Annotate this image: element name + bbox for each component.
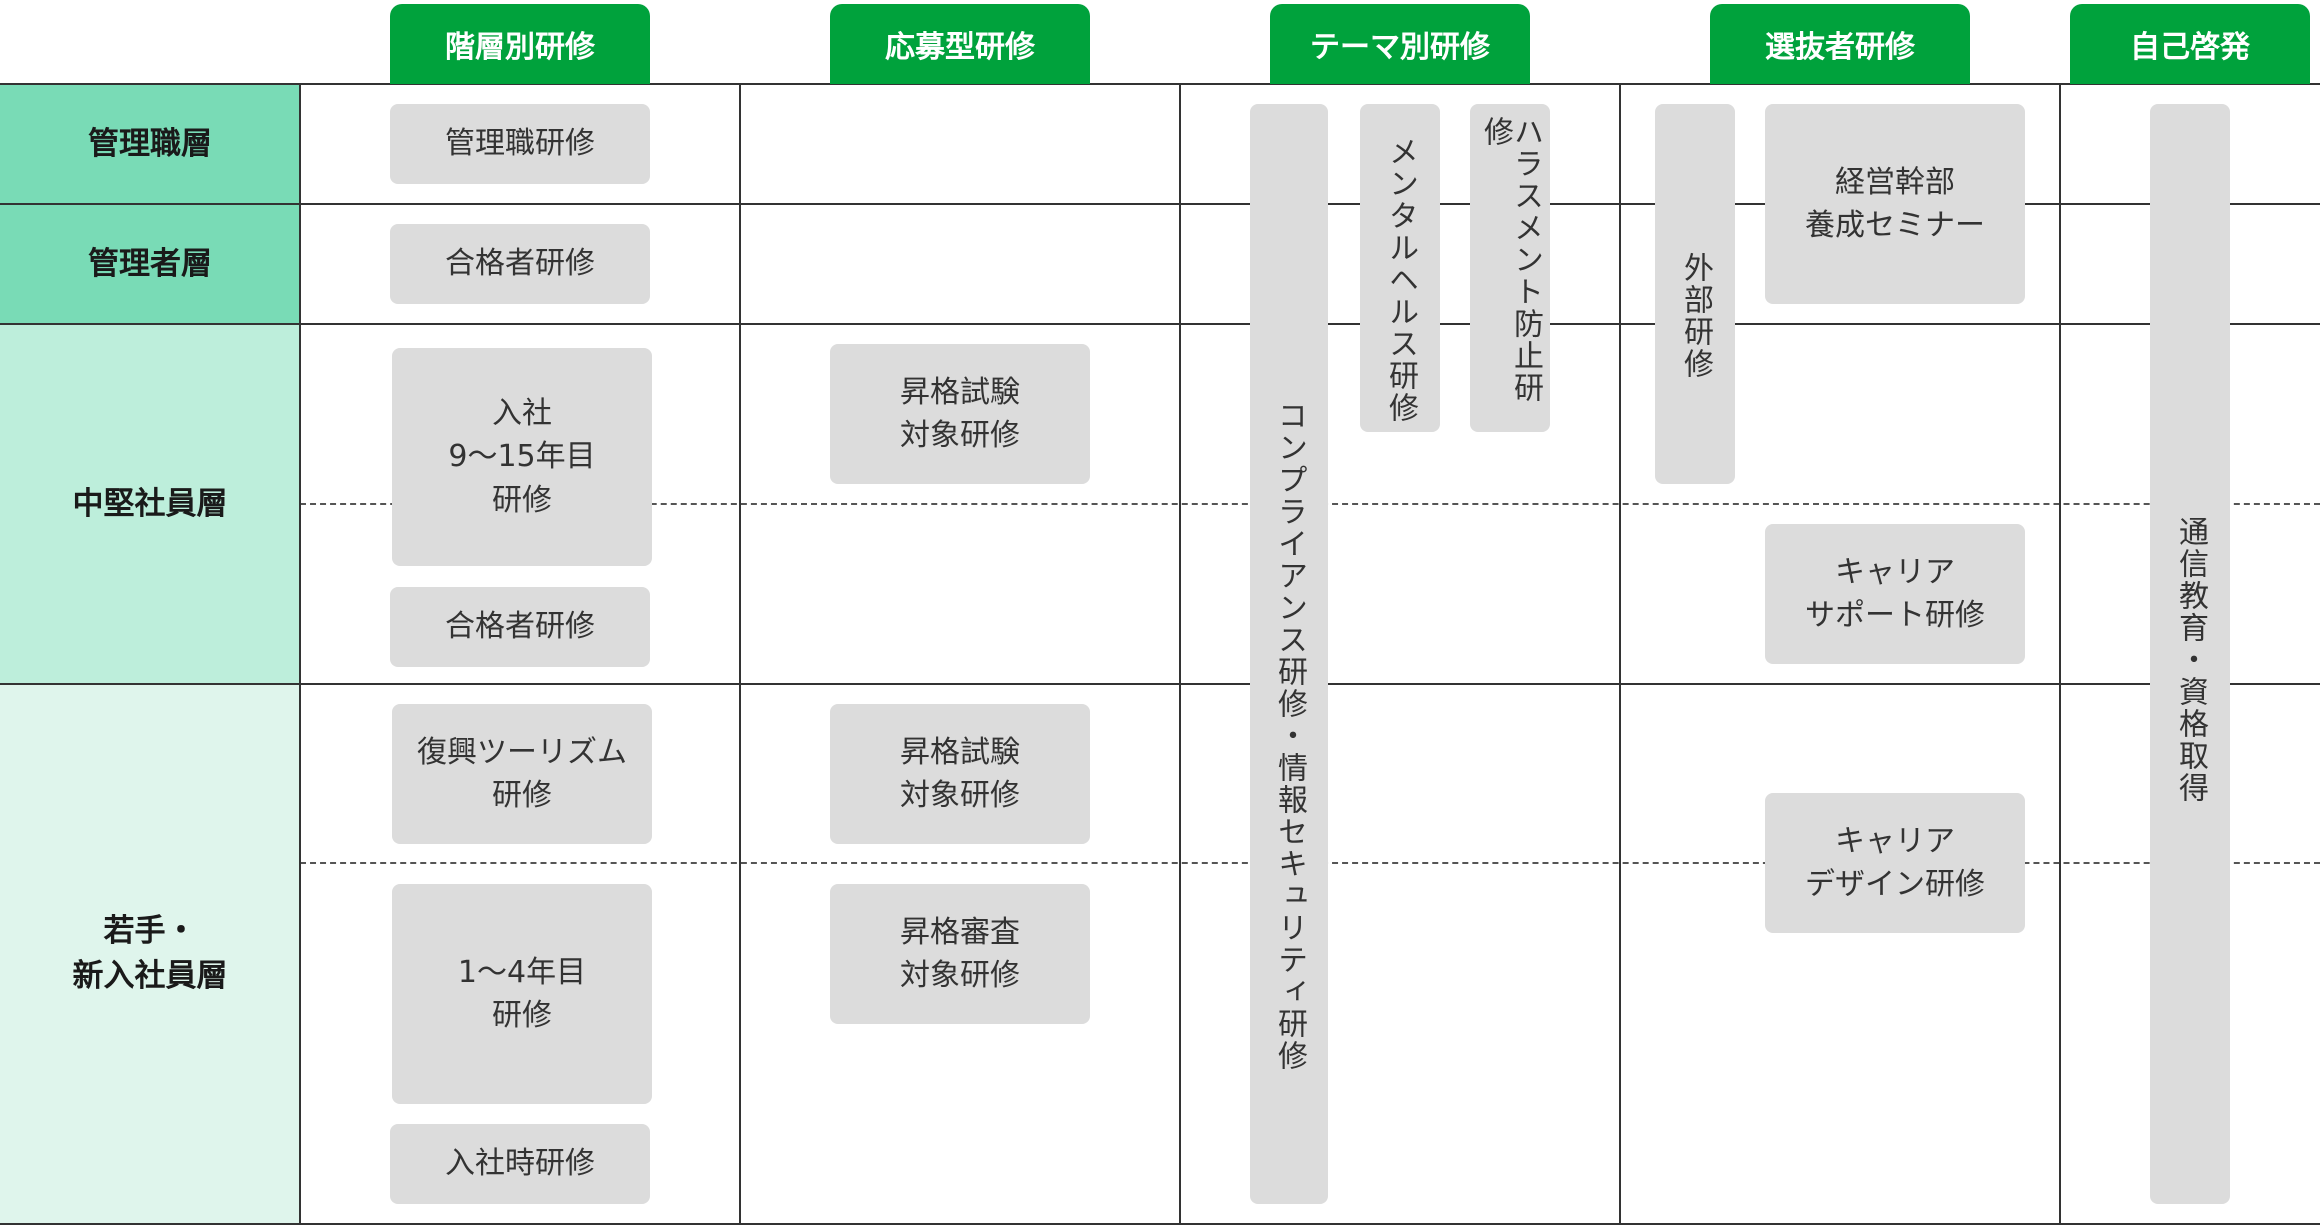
grid-line-bottom (0, 1223, 2320, 1225)
program-manager-training: 管理職研修 (390, 104, 650, 184)
program-external-training: 外部研修 (1655, 104, 1735, 484)
grid-line-row2 (0, 323, 2320, 325)
program-correspondence-certification-label: 通信教育・資格取得 (2173, 516, 2208, 804)
program-promotion-exam-mid: 昇格試験 対象研修 (830, 344, 1090, 484)
program-years-1-4-training: 1〜4年目 研修 (392, 884, 652, 1104)
grid-line-top (0, 83, 2320, 85)
row-label-young-new-hire: 若手・ 新入社員層 (0, 684, 300, 1224)
program-compliance-security-label: コンプライアンス研修・情報セキュリティ研修 (1272, 400, 1307, 1072)
program-correspondence-certification: 通信教育・資格取得 (2150, 104, 2230, 1204)
program-compliance-security: コンプライアンス研修・情報セキュリティ研修 (1250, 104, 1328, 1204)
program-qualified-training-mid: 合格者研修 (390, 587, 650, 667)
program-external-training-label: 外部研修 (1678, 252, 1713, 380)
program-harassment-prevention: ハラスメント防止研修 (1470, 104, 1550, 432)
tab-theme-training: テーマ別研修 (1270, 4, 1530, 84)
grid-col-line-5 (2059, 84, 2061, 1224)
program-years-9-15-training: 入社 9〜15年目 研修 (392, 348, 652, 566)
tab-tiered-training: 階層別研修 (390, 4, 650, 84)
program-qualified-training-manager: 合格者研修 (390, 224, 650, 304)
program-career-support: キャリア サポート研修 (1765, 524, 2025, 664)
row-label-mid-career: 中堅社員層 (0, 324, 300, 684)
program-mental-health: メンタルヘルス研修 (1360, 104, 1440, 432)
tab-applied-training: 応募型研修 (830, 4, 1090, 84)
grid-col-line-4 (1619, 84, 1621, 1224)
grid-col-line-3 (1179, 84, 1181, 1224)
program-promotion-exam-young: 昇格試験 対象研修 (830, 704, 1090, 844)
tab-self-development: 自己啓発 (2070, 4, 2310, 84)
program-promotion-review: 昇格審査 対象研修 (830, 884, 1090, 1024)
row-label-manager-post: 管理職層 (0, 84, 300, 204)
program-career-design: キャリア デザイン研修 (1765, 793, 2025, 933)
row-label-manager-qualified: 管理者層 (0, 204, 300, 324)
program-executive-seminar: 経営幹部 養成セミナー (1765, 104, 2025, 304)
grid-col-line-2 (739, 84, 741, 1224)
tab-selected-training: 選抜者研修 (1710, 4, 1970, 84)
program-reconstruction-tourism: 復興ツーリズム 研修 (392, 704, 652, 844)
grid-line-row3 (0, 683, 2320, 685)
grid-line-row1 (0, 203, 2320, 205)
program-onboarding-training: 入社時研修 (390, 1124, 650, 1204)
program-mental-health-label: メンタルヘルス研修 (1383, 136, 1418, 424)
program-harassment-prevention-label: ハラスメント防止研修 (1478, 116, 1543, 404)
grid-col-line-1 (299, 84, 301, 1224)
